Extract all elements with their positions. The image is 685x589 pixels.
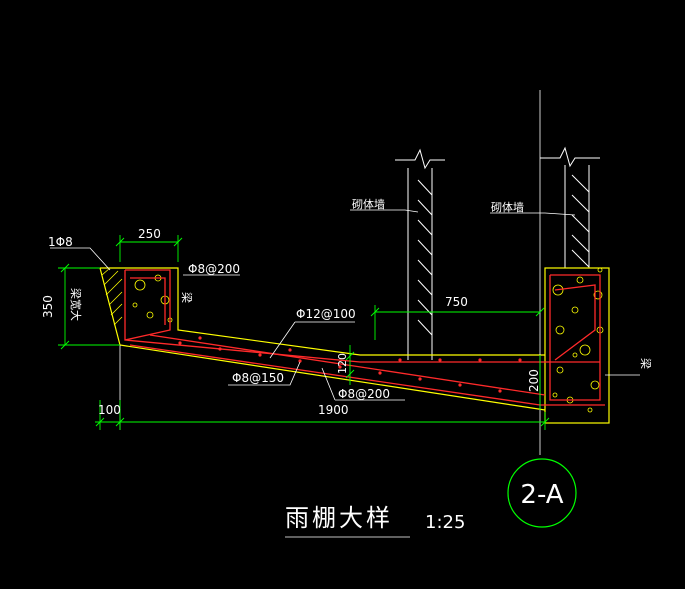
left-beam-hatch: [101, 267, 123, 326]
dist-bar-label: Φ8@150: [232, 371, 284, 385]
axis-label: 2-A: [520, 480, 563, 510]
beam-right-end-label: 梁: [639, 358, 653, 369]
labels: 250 1Φ8 Φ8@200 梁宽大 梁 350 砌体墙 砌体墙 750 Φ12…: [41, 197, 653, 533]
dimension-lines: [58, 235, 550, 430]
top-width-label: 250: [138, 227, 161, 241]
axis-bubble: 2-A: [507, 458, 577, 528]
drawing-scale: 1:25: [425, 512, 465, 533]
thickness-120-label: 120: [336, 353, 349, 374]
bar-200-label: Φ8@200: [338, 387, 390, 401]
height-left-label: 350: [41, 295, 55, 318]
leader-lines: [50, 209, 640, 538]
height-200-label: 200: [527, 369, 541, 392]
wall-right-label: 砌体墙: [491, 200, 524, 214]
drawing-title: 雨棚大样: [285, 504, 393, 532]
beam-right-label: 梁: [180, 292, 194, 303]
main-bar-label: Φ12@100: [296, 307, 356, 321]
dim-1900-label: 1900: [318, 403, 349, 417]
bar-hook-label: Φ8@200: [188, 262, 240, 276]
right-masonry-wall: [540, 146, 600, 268]
concrete-aggregate: [132, 267, 604, 413]
dim-100-label: 100: [98, 403, 121, 417]
rebar-points: [178, 336, 522, 393]
wall-left-label: 砌体墙: [352, 197, 385, 211]
beam-left-label: 梁宽大: [69, 288, 83, 321]
bar-top-left-label: 1Φ8: [48, 235, 73, 249]
span-750-label: 750: [445, 295, 468, 309]
axis-lines: [119, 90, 541, 455]
left-masonry-wall: [395, 148, 445, 360]
